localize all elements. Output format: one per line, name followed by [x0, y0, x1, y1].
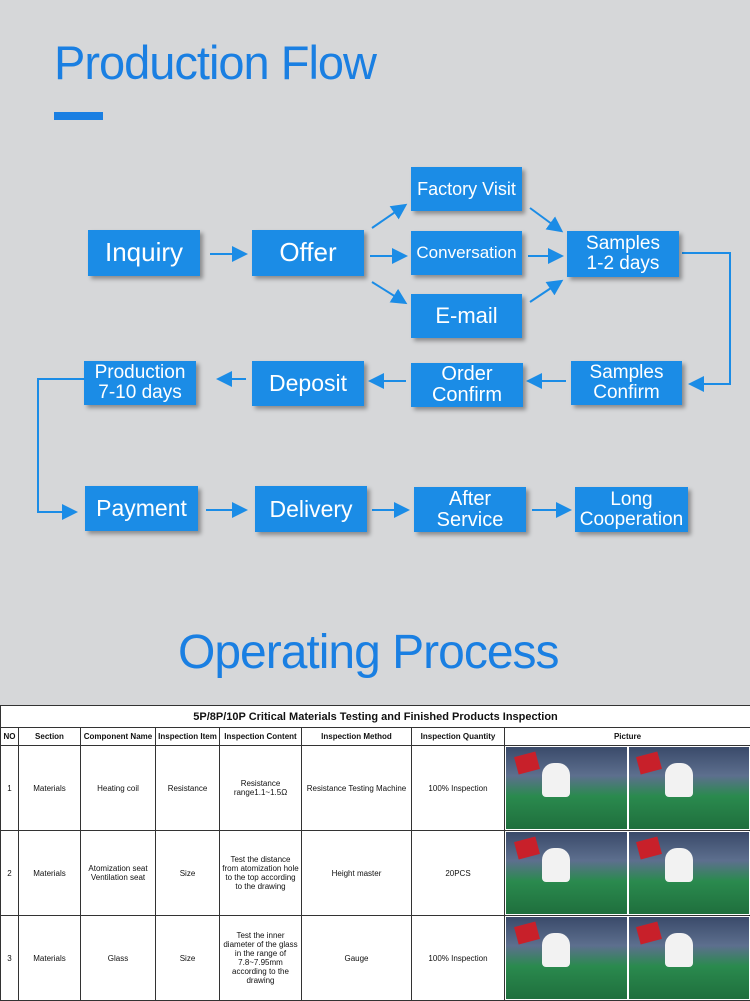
arrow-production-payment — [37, 378, 84, 520]
cell-picture — [503, 830, 750, 916]
inspection-photo — [506, 917, 627, 999]
header-picture: Picture — [503, 727, 750, 746]
flow-step-order-confirm: Order Confirm — [411, 363, 523, 407]
flow-step-delivery: Delivery — [255, 486, 367, 532]
table-header-row: NO Section Component Name Inspection Ite… — [0, 727, 750, 746]
flow-step-inquiry: Inquiry — [88, 230, 200, 276]
flow-step-long-cooperation: Long Cooperation — [575, 487, 688, 532]
flow-step-offer: Offer — [252, 230, 364, 276]
cell-quantity: 100% Inspection — [411, 745, 505, 831]
table-caption: 5P/8P/10P Critical Materials Testing and… — [0, 705, 750, 728]
cell-content: Resistance range1.1~1.5Ω — [219, 745, 302, 831]
cell-quantity: 100% Inspection — [411, 915, 505, 1001]
cell-item: Resistance — [155, 745, 220, 831]
inspection-table-container: 5P/8P/10P Critical Materials Testing and… — [0, 705, 750, 1001]
production-flow-title: Production Flow — [54, 36, 377, 89]
inspection-photo — [506, 747, 627, 829]
cell-component: Glass — [80, 915, 156, 1001]
cell-item: Size — [155, 915, 220, 1001]
cell-method: Height master — [301, 830, 412, 916]
cell-component: Heating coil — [80, 745, 156, 831]
cell-section: Materials — [18, 745, 81, 831]
table-row: 1 Materials Heating coil Resistance Resi… — [0, 745, 750, 831]
cell-section: Materials — [18, 830, 81, 916]
flow-step-conversation: Conversation — [411, 231, 522, 275]
cell-method: Gauge — [301, 915, 412, 1001]
flow-arrows — [37, 203, 731, 520]
arrow-factory-samples — [529, 207, 564, 233]
operating-process-title: Operating Process — [178, 626, 560, 679]
flow-step-production: Production 7-10 days — [84, 361, 196, 405]
header-item: Inspection Item — [155, 727, 220, 746]
inspection-photo — [628, 747, 750, 829]
cell-no: 2 — [0, 830, 19, 916]
flow-step-samples-confirm: Samples Confirm — [571, 361, 682, 405]
header-component: Component Name — [80, 727, 156, 746]
flow-step-email: E-mail — [411, 294, 522, 338]
header-content: Inspection Content — [219, 727, 302, 746]
table-row: 3 Materials Glass Size Test the inner di… — [0, 915, 750, 1001]
cell-content: Test the inner diameter of the glass in … — [219, 915, 302, 1001]
cell-method: Resistance Testing Machine — [301, 745, 412, 831]
cell-picture — [503, 915, 750, 1001]
arrow-offer-factory — [371, 203, 408, 229]
header-section: Section — [18, 727, 81, 746]
arrow-offer-email — [371, 281, 408, 305]
arrow-samples-confirm — [682, 252, 731, 392]
header-quantity: Inspection Quantity — [411, 727, 505, 746]
cell-quantity: 20PCS — [411, 830, 505, 916]
cell-component: Atomization seat Ventilation seat — [80, 830, 156, 916]
arrow-email-samples — [529, 279, 564, 303]
flow-step-factory-visit: Factory Visit — [411, 167, 522, 211]
header-method: Inspection Method — [301, 727, 412, 746]
inspection-table: 5P/8P/10P Critical Materials Testing and… — [0, 705, 750, 1001]
cell-section: Materials — [18, 915, 81, 1001]
cell-item: Size — [155, 830, 220, 916]
flow-step-payment: Payment — [85, 486, 198, 531]
inspection-photo — [506, 832, 627, 914]
cell-no: 1 — [0, 745, 19, 831]
cell-content: Test the distance from atomization hole … — [219, 830, 302, 916]
inspection-photo — [628, 917, 750, 999]
flow-step-deposit: Deposit — [252, 361, 364, 406]
header-no: NO — [0, 727, 19, 746]
cell-picture — [503, 745, 750, 831]
inspection-photo — [628, 832, 750, 914]
table-row: 2 Materials Atomization seat Ventilation… — [0, 830, 750, 916]
title-underline — [54, 112, 103, 120]
cell-no: 3 — [0, 915, 19, 1001]
flow-step-samples-days: Samples 1-2 days — [567, 231, 679, 277]
flow-step-after-service: After Service — [414, 487, 526, 532]
